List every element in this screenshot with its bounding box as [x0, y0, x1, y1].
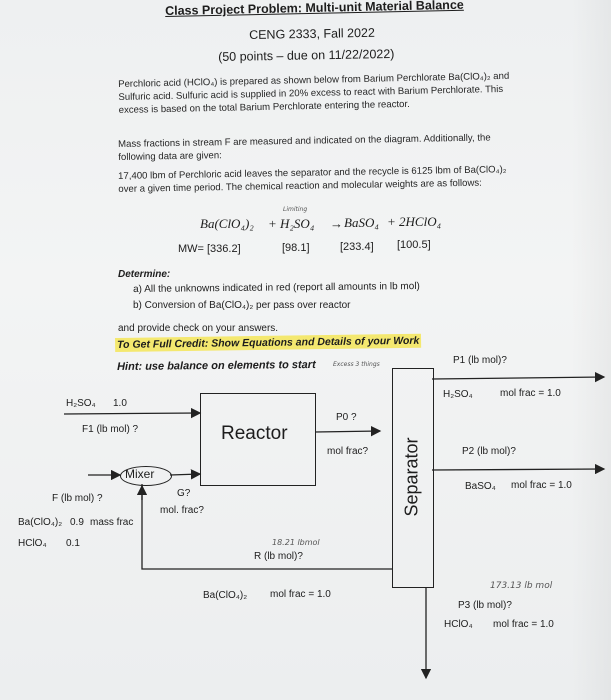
separator-box	[392, 368, 434, 588]
p3-label: P3 (lb mol)?	[458, 600, 512, 611]
mw-ba-clo4: [336.2]	[207, 243, 241, 255]
stream-p2-arrow	[431, 463, 606, 475]
p3-molfrac: mol frac = 1.0	[493, 619, 554, 630]
determine-heading: Determine:	[118, 269, 171, 280]
r-handwritten: 18.21 lbmol	[272, 538, 320, 547]
p0-molfrac: mol frac?	[327, 446, 369, 457]
reactant-h2so4: + H₂SO₄	[268, 216, 315, 231]
stream-f1-arrow	[63, 407, 202, 419]
mixer-label: Mixer	[125, 467, 155, 481]
r-component: Ba(ClO₄)₂	[203, 590, 248, 601]
r-molfrac: mol frac = 1.0	[270, 589, 331, 600]
mw-h2so4: [98.1]	[282, 242, 310, 254]
mw-baso4: [233.4]	[340, 241, 374, 253]
reaction-annotation: Limiting	[283, 206, 308, 213]
f-ba-clo4-unit: mass frac	[90, 517, 134, 528]
p2-label: P2 (lb mol)?	[462, 446, 516, 457]
reactor-label: Reactor	[221, 423, 288, 444]
f-hclo4-label: HClO₄	[18, 538, 47, 549]
g-label: G?	[177, 488, 191, 499]
f-label: F (lb mol) ?	[52, 493, 103, 504]
reactant-ba-clo4: Ba(ClO₄)₂	[200, 216, 254, 231]
p0-label: P0 ?	[336, 412, 357, 423]
reactor-box	[200, 393, 316, 486]
task-b: b) Conversion of Ba(ClO₄)₂ per pass over…	[133, 300, 351, 311]
g-molfrac: mol. frac?	[160, 505, 204, 516]
f-hclo4-value: 0.1	[66, 538, 80, 549]
product-baso4: BaSO₄	[344, 215, 379, 230]
mw-hclo4: [100.5]	[397, 239, 431, 251]
reaction-arrow: →	[330, 216, 343, 231]
p1-component: H₂SO₄	[443, 389, 473, 400]
r-label: R (lb mol)?	[254, 551, 303, 562]
f1-label: F1 (lb mol) ?	[82, 424, 139, 435]
stream-g-arrow	[169, 469, 202, 480]
recycle-line	[141, 484, 392, 570]
p3-component: HClO₄	[444, 619, 473, 630]
stream-p1-arrow	[431, 371, 606, 383]
hint-handwritten: Excess 3 things	[333, 361, 380, 368]
mw-label: MW=	[178, 243, 204, 255]
p2-component: BaSO₄	[465, 481, 496, 492]
f-ba-clo4-value: 0.9	[70, 517, 84, 528]
p1-molfrac: mol frac = 1.0	[500, 388, 561, 399]
check-line: and provide check on your answers.	[118, 323, 279, 334]
p3-handwritten: 173.13 lb mol	[490, 581, 553, 591]
p2-molfrac: mol frac = 1.0	[511, 480, 572, 491]
f1-h2so4-value: 1.0	[113, 398, 127, 409]
separator-label: Separator	[401, 437, 422, 517]
product-hclo4: + 2HClO₄	[387, 214, 442, 229]
mixer-node	[120, 466, 172, 486]
f-ba-clo4-label: Ba(ClO₄)₂	[18, 517, 63, 528]
f1-h2so4-label: H₂SO₄	[66, 398, 96, 409]
p1-label: P1 (lb mol)?	[453, 355, 507, 366]
stream-p0-arrow	[314, 425, 382, 437]
